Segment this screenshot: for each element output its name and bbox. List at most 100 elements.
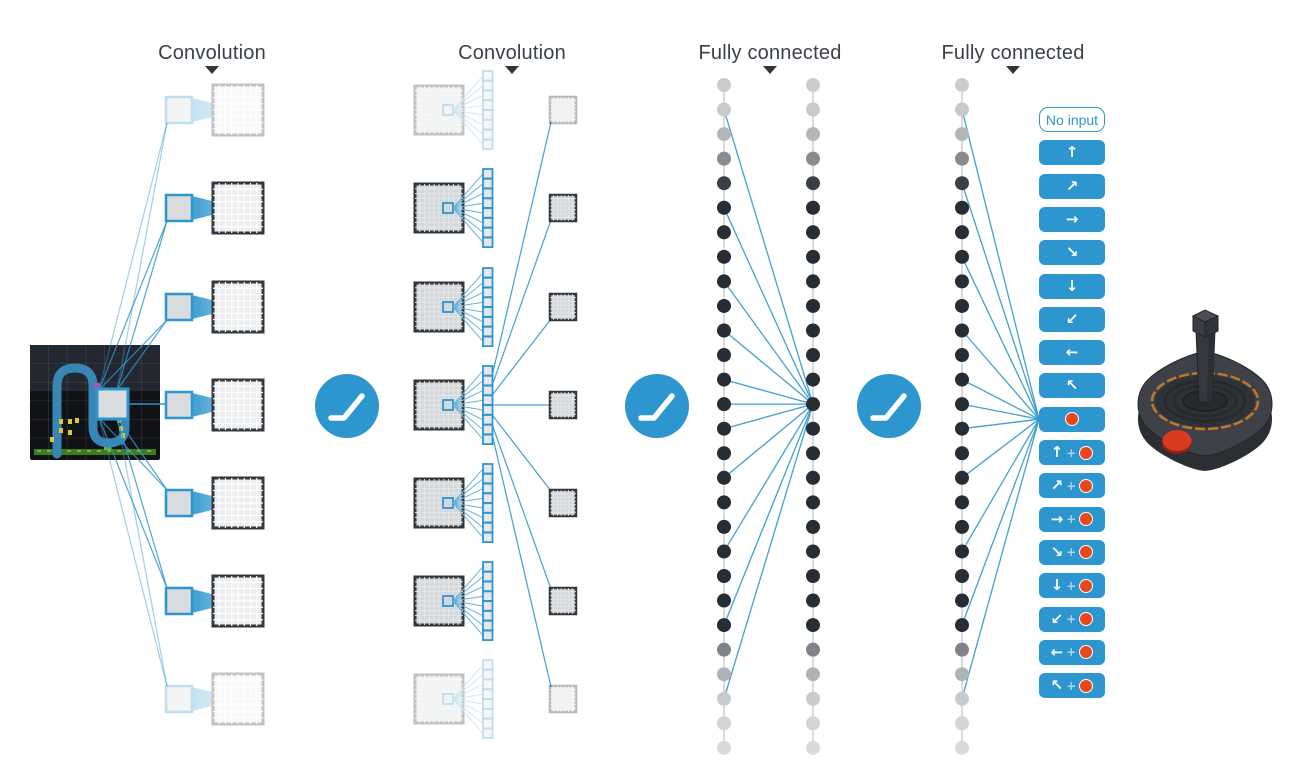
fc-unit-dot	[806, 716, 820, 731]
conv2-output-map-row	[548, 193, 578, 223]
connection-line	[723, 329, 814, 405]
conv2-row	[413, 168, 494, 249]
conv1-row	[164, 476, 265, 530]
fc-unit-dot	[717, 249, 731, 264]
fc-unit-dot	[955, 470, 969, 485]
stage-label-convolution-2: Convolution	[458, 42, 566, 64]
conv2-filter-cell	[482, 316, 494, 328]
connection-line	[452, 109, 484, 116]
connection-line	[492, 426, 552, 590]
conv2-output-map	[548, 390, 578, 420]
connection-line	[452, 576, 484, 602]
fc-unit-dot	[955, 176, 969, 191]
connection-line	[452, 600, 484, 617]
fc-unit-dot	[955, 618, 969, 633]
fc-unit-dot	[955, 569, 969, 583]
connection-line	[452, 282, 484, 308]
conv2-kernel-patch	[442, 104, 454, 116]
conv2-row	[413, 463, 494, 543]
connection-line	[452, 698, 484, 705]
fc-unit-dot	[806, 176, 820, 191]
connection-line	[452, 600, 484, 636]
conv2-row	[413, 561, 494, 641]
fc-unit-dot	[955, 593, 969, 608]
game-path	[52, 363, 130, 459]
conv2-kernel-patch	[442, 301, 454, 313]
conv2-output-map-row	[548, 95, 578, 125]
connection-line	[961, 418, 1040, 479]
game-ground-dash	[37, 450, 41, 452]
connection-line	[723, 403, 814, 626]
connection-line	[116, 417, 168, 589]
connection-line	[452, 306, 484, 332]
connection-line	[452, 404, 484, 430]
game-sprite	[121, 433, 125, 438]
conv2-filter-cell	[482, 463, 494, 475]
conv2-filter-cell	[482, 128, 494, 141]
fc1-column-2	[806, 78, 820, 755]
conv2-filter-cell	[482, 79, 494, 92]
fc-unit-dot	[955, 446, 969, 461]
fc-unit-dot	[717, 519, 731, 534]
conv1-row	[164, 83, 265, 137]
conv2-row	[413, 70, 494, 151]
game-ground-strip	[34, 449, 156, 455]
connection-line	[723, 403, 814, 552]
conv2-filter-cell	[482, 187, 494, 200]
fc-unit-dot	[806, 200, 820, 215]
conv2-filter-cell	[482, 109, 494, 121]
conv1-patch	[164, 292, 194, 322]
conv2-kernel-patch	[442, 202, 454, 214]
game-ground-dash	[77, 450, 81, 452]
fc-unit-dot	[717, 691, 731, 706]
fc-unit-dot	[806, 593, 820, 608]
conv1-row	[164, 574, 265, 628]
connection-line	[961, 419, 1040, 699]
connection-line	[452, 585, 484, 602]
joystick-shaft-shade	[1207, 330, 1215, 402]
relu-activation-icon	[625, 374, 689, 438]
connection-line	[961, 418, 1040, 430]
conv2-filter-cell	[482, 472, 494, 485]
connection-line	[98, 417, 168, 589]
fc-unit-dot	[717, 397, 731, 412]
connection-line	[452, 291, 484, 308]
connection-line	[452, 301, 484, 308]
connection-line	[452, 698, 484, 734]
game-sprite	[59, 428, 63, 433]
connection-line	[961, 109, 1040, 420]
connection-line	[452, 207, 484, 233]
fc-unit-dot	[717, 667, 731, 682]
conv2-filter-cell	[482, 306, 494, 318]
conv2-filter-cell	[482, 296, 494, 308]
connection-line	[98, 417, 168, 491]
connection-line	[98, 417, 168, 687]
conv2-filter-cell	[482, 619, 494, 632]
connection-line	[452, 600, 484, 607]
conv2-filter-cell	[482, 610, 494, 622]
conv1-beam	[192, 98, 240, 122]
fc-unit-dot	[955, 127, 969, 142]
connection-line	[452, 404, 484, 411]
fc-unit-dot	[955, 200, 969, 215]
connection-line	[452, 183, 484, 209]
fc-unit-dot	[955, 740, 969, 755]
fc-unit-dot	[955, 225, 969, 240]
fc-unit-dot	[806, 78, 820, 92]
conv2-filter-cell	[482, 335, 494, 348]
conv2-filter-cell	[482, 502, 494, 514]
joystick-cap-right	[1204, 315, 1219, 338]
connection-line	[961, 330, 1040, 420]
conv2-filter-cell	[482, 717, 494, 730]
relu-function-glyph	[638, 393, 675, 421]
connection-line	[452, 207, 484, 243]
conv2-output-map	[548, 684, 578, 714]
conv2-kernel-patch	[442, 497, 454, 509]
fc-unit-dot	[955, 372, 969, 387]
triangle-down-icon	[763, 66, 777, 74]
conv1-row	[164, 181, 265, 235]
conv2-filter-cell	[482, 414, 494, 426]
conv2-filter-cell	[482, 659, 494, 671]
fc-unit-dot	[806, 618, 820, 633]
conv2-output-map	[548, 292, 578, 322]
